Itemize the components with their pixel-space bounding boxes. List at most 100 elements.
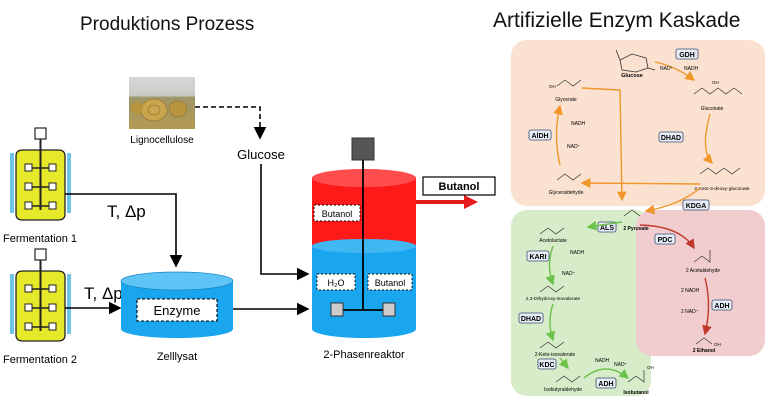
glucose-label: Glucose [237,147,285,162]
fermenter-1-motor [34,127,47,140]
enzyme-kari-label: KARI [529,254,546,261]
enzyme-kdc [537,358,557,370]
metabolite-glucose: Glucose [621,73,643,79]
reactor-aqueous-phase [312,246,416,338]
enzyme-dhad-1 [658,131,684,143]
reactor-impeller-right [382,302,396,317]
fermenter-1-label: Fermentation 1 [3,233,77,245]
reactor-water: H₂O [328,278,345,288]
acetolactate-structure [539,227,565,235]
kdg-structure [699,167,741,175]
enzyme-adh-1-label: ADH [598,381,613,388]
fermenter-1 [10,127,71,221]
conditions-1: T, Δp [107,202,146,221]
arrow-glycerate-to-pyruvate [581,87,627,202]
reactor-butanol-aqueous: Butanol [375,278,406,288]
cofactor-gdh-nadh: NADH [684,66,699,72]
arrow-adh-1 [583,368,630,379]
dihydroxy-structure [539,285,565,293]
enzyme-aldh [528,129,552,141]
enzyme-adh-2-label: ADH [714,303,729,310]
cofactor-kari-nadh: NADH [570,250,585,256]
arrow-kdga-glyceraldehyde [580,178,701,188]
enzyme-gdh [675,48,699,60]
panel-glucose-oxidation [511,40,765,206]
metabolite-isobutanol: Isobutanol [623,390,649,396]
lysate-label: Zelllysat [157,351,197,363]
enzyme-adh-2 [711,299,733,311]
enzyme-kari [526,250,550,262]
glyceraldehyde-structure [556,173,582,181]
enzyme-als-label: ALS [600,225,614,232]
glycerate-oh: OH [549,84,556,89]
fermenter-1-jacket-right [67,153,71,213]
cofactor-adh1-nad: NAD⁺ [614,362,628,368]
metabolite-acetaldehyde: 2 Acetaldehyde [686,268,720,274]
metabolite-ketoiso: 2-Keto-isovalerate [535,352,576,358]
gluconate-structure [693,87,743,95]
cofactor-kari-nad: NAD⁺ [562,271,576,277]
lignocellulose-label: Lignocellulose [130,135,194,146]
fermenter-2-motor [34,248,47,261]
arrow-gdh [654,61,696,81]
enzyme-dhad-2-label: DHAD [521,316,541,323]
output-label: Butanol [439,181,480,193]
cofactor-aldh-nadh: NADH [571,121,586,127]
enzyme-box [136,298,218,322]
panel-isobutanol-pathway [511,210,651,396]
arrow-aldh [553,104,563,166]
reactor-motor [351,137,375,161]
isobutyraldehyde-structure [555,375,581,383]
enzyme-aldh-label: AlDH [531,133,548,140]
enzyme-kdc-label: KDC [539,362,554,369]
arrow-dhad-1 [702,113,713,165]
metabolite-gluconate: Gluconate [701,106,724,112]
glycerate-structure [556,79,582,87]
enzyme-dhad-2 [518,312,544,324]
metabolite-glycerate: Glycerate [555,97,577,103]
metabolite-pyruvate: 2 Pyruvate [623,226,649,232]
enzyme-dhad-1-label: DHAD [661,135,681,142]
cofactor-adh2-nad: 2 NAD⁺ [681,309,699,315]
fermenter-2 [10,248,71,342]
enzyme-label: Enzyme [154,303,201,318]
enzyme-kdga-label: KDGA [686,203,707,210]
process-title: Produktions Prozess [80,14,255,35]
glucose-structure [615,49,656,73]
fermenter-1-jacket-left [10,153,14,213]
metabolite-ethanol: 2 Ethanol [693,348,716,354]
enzyme-kdga [682,199,710,211]
isobutanol-structure [627,370,645,383]
arrow-kdga-pyruvate [644,187,701,215]
arrow-fermenter1-to-lysate [65,193,183,268]
fermenter-2-label: Fermentation 2 [3,354,77,366]
reactor-butanol-organic: Butanol [322,209,353,219]
cofactor-adh2-nadh: 2 NADH [681,288,700,294]
arrow-lignocellulose-to-glucose [195,106,267,140]
panel-ethanol-pathway [636,210,765,356]
arrow-adh-2 [702,277,712,336]
lignocellulose-image [129,77,195,129]
reactor-label: 2-Phasenreaktor [323,349,405,361]
cofactor-adh1-nadh: NADH [595,358,610,364]
cofactor-gdh-nad: NAD⁺ [660,66,674,72]
enzyme-gdh-label: GDH [679,52,695,59]
conditions-2: T, Δp [84,284,123,303]
cascade-title: Artifizielle Enzym Kaskade [493,9,741,32]
acetaldehyde-structure [693,250,711,263]
ethanol-oh: OH [714,342,721,347]
ketoiso-structure [539,341,565,349]
arrow-pdc [639,224,695,250]
ethanol-structure [695,337,713,345]
gluconate-oh1: OH [712,80,719,85]
enzyme-pdc [654,233,676,245]
enzyme-pdc-label: PDC [658,237,673,244]
two-phase-reactor: Butanol H₂O Butanol [312,137,416,338]
arrow-dhad-2 [545,303,555,342]
arrow-als [586,220,623,231]
arrow-kdc [558,357,569,370]
metabolite-isobutyraldehyde: Isobutyraldehyde [544,387,582,393]
metabolite-dihydroxy: 2,3-Dihydroxy-isovalerate [526,296,581,302]
arrow-kari [545,245,555,286]
